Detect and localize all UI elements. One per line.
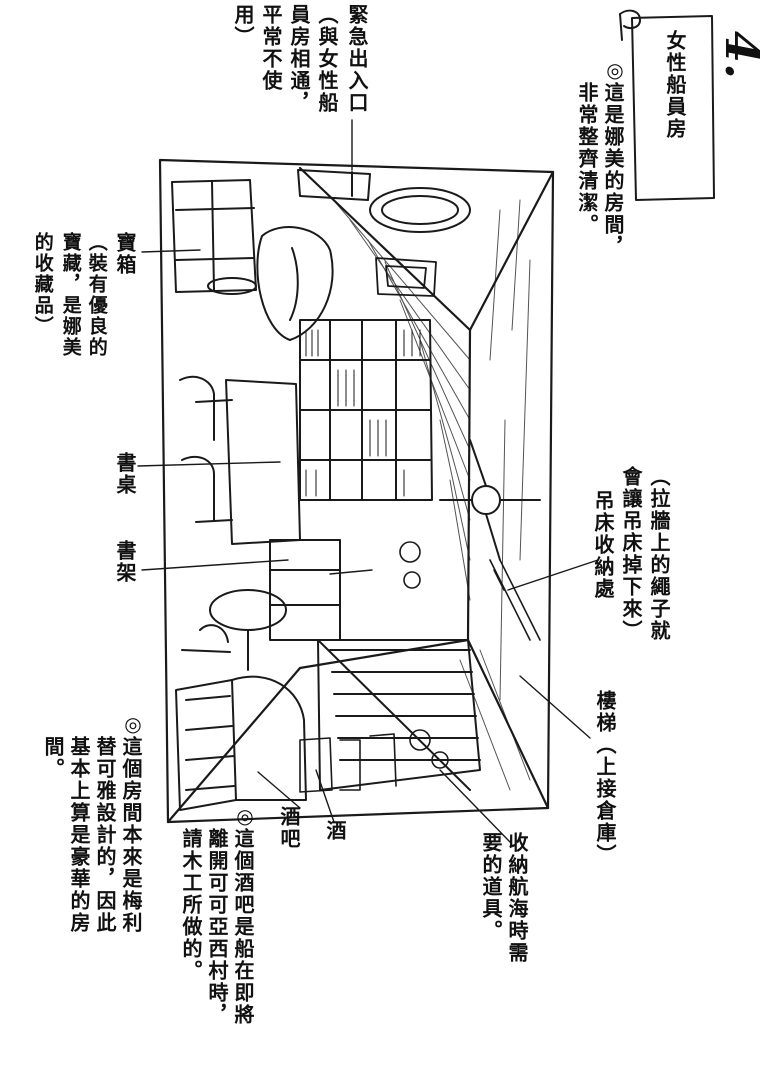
note-bar-line2: 離開可可亞西村時， [205,828,229,1026]
label-emergency-exit-5: 用） [231,4,255,48]
page-number: 4. [715,30,770,80]
label-hammock-note-1: （拉牆上的繩子就 [647,466,671,642]
note-room-line1: 這個房間本來是梅利 [119,736,143,934]
leader-lines [137,119,599,843]
book-spines [305,329,421,497]
note-room-line3: 基本上算是豪華的房 [67,736,91,934]
note-nami-line2: 非常整齊清潔。 [575,82,599,236]
label-treasure-box-4: 的收藏品） [31,232,54,337]
label-emergency-exit-2: （與女性船 [315,4,339,114]
hammock-hooks [399,541,541,641]
label-nav-tools-2: 要的道具。 [479,832,503,942]
page-title: 女性船員房 [663,30,687,140]
round-table [181,589,287,671]
label-liquor: 酒 [323,820,347,842]
desk [179,375,301,545]
label-hammock-storage: 吊床收納處 [591,490,615,600]
treasure-chest [171,179,257,295]
emergency-hatch [297,169,371,201]
note-bar-line1: 這個酒吧是船在即將 [231,828,255,1026]
wall-planks [329,195,531,791]
label-emergency-exit-1: 緊急出入口 [345,4,369,114]
label-nav-tools-1: 收納航海時需 [505,832,529,964]
room-frame [158,158,555,824]
note-bar-line3: 請木工所做的。 [179,828,203,982]
label-hammock-note-2: 會讓吊床掉下來） [619,466,643,642]
note-mark-3: ◎ [121,712,145,738]
note-room-line2: 替可雅設計的，因此 [93,736,117,934]
note-nami-line1: 這是娜美的房間， [601,82,625,258]
label-emergency-exit-3: 員房相通， [287,4,311,114]
label-stairs: 樓梯（上接倉庫） [593,690,617,866]
label-treasure-box-1: 寶箱 [113,232,137,276]
picture-frame [375,257,437,297]
label-treasure-box-2: （裝有優良的 [85,232,108,358]
label-bar: 酒吧 [277,806,301,850]
liquor-bottles [299,729,449,793]
title-box [619,9,715,201]
note-mark-2: ◎ [233,804,257,830]
note-room-line4: 間。 [41,736,65,780]
note-mark-1: ◎ [603,58,627,84]
hammock [256,226,334,341]
bookshelf-unit [299,319,433,501]
porthole [369,187,471,233]
label-emergency-exit-4: 平常不使 [259,4,283,92]
label-bookshelf: 書架 [113,540,137,584]
label-treasure-box-3: 寶藏，是娜美 [59,232,82,358]
label-desk: 書桌 [113,452,137,496]
bar-counter [175,675,307,811]
shelf-small [269,539,341,641]
ceiling-fan [439,439,541,561]
stairs [317,639,481,791]
